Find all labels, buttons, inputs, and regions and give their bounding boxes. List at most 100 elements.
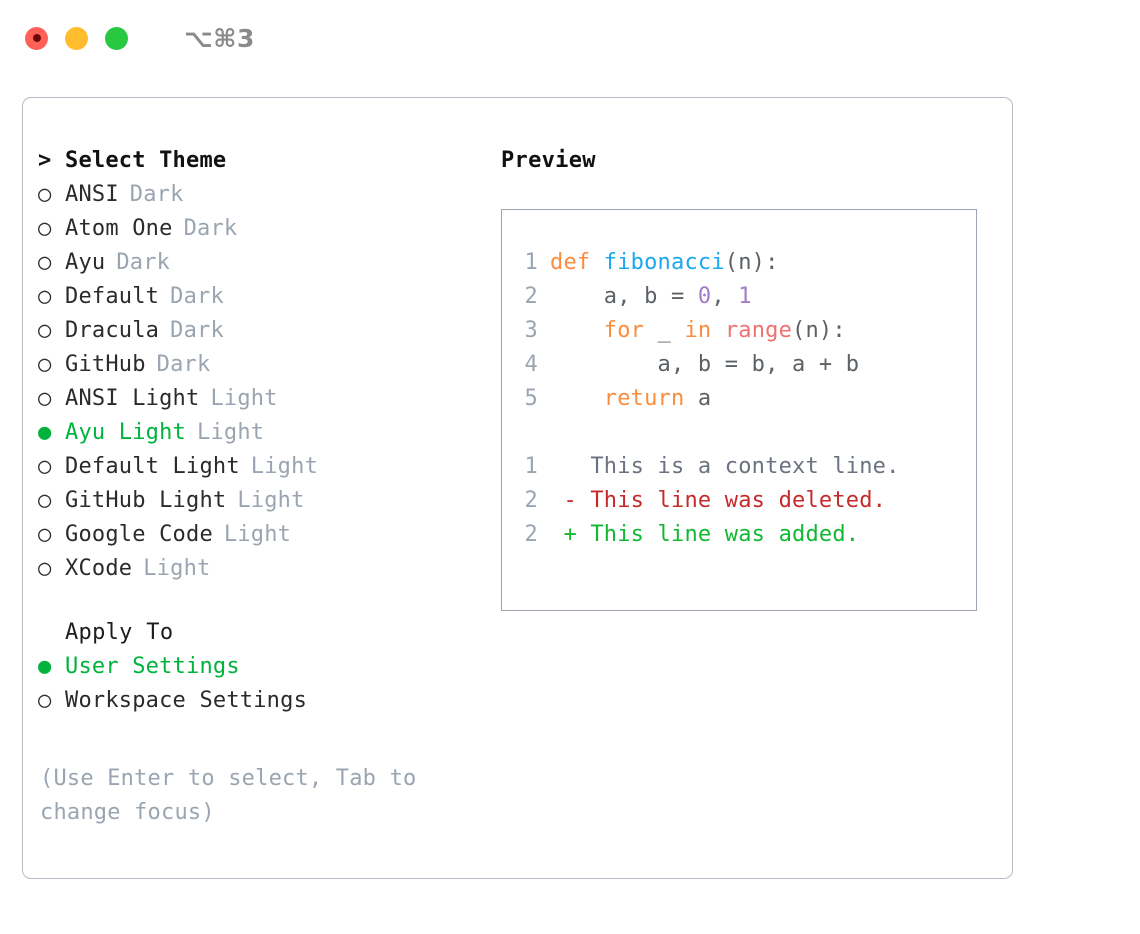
theme-option-name: Default: [65, 284, 160, 309]
diff-sample: 1 This is a context line.2 - This line w…: [502, 454, 976, 556]
code-line-content: def fibonacci(n):: [550, 250, 779, 275]
theme-option-name: Ayu: [65, 250, 106, 275]
code-token: def: [550, 250, 604, 275]
code-token: in: [684, 318, 712, 343]
traffic-light-group: [25, 26, 128, 50]
close-window-button[interactable]: [25, 26, 48, 50]
code-line-content: return a: [550, 386, 711, 411]
radio-unselected-icon[interactable]: ○: [38, 182, 52, 207]
code-token: [711, 318, 724, 343]
theme-option-variant-tag: Dark: [170, 318, 224, 343]
prompt-caret-icon: >: [38, 148, 52, 173]
apply-to-label: Apply To: [65, 620, 174, 645]
code-token: + This line was added.: [550, 522, 860, 547]
theme-option-variant-tag: Dark: [116, 250, 171, 275]
code-token: [550, 318, 604, 343]
code-token: a: [684, 386, 712, 411]
radio-selected-icon[interactable]: ●: [38, 654, 52, 679]
radio-unselected-icon[interactable]: ○: [38, 488, 52, 513]
radio-selected-icon[interactable]: ●: [38, 420, 52, 445]
code-token: - This line was deleted.: [550, 488, 887, 513]
radio-unselected-icon[interactable]: ○: [38, 522, 52, 547]
theme-option-variant-tag: Light: [223, 522, 292, 547]
line-number: 2: [524, 522, 538, 547]
code-token: (n):: [792, 318, 846, 343]
theme-option-row[interactable]: ○ Google Code Light: [38, 522, 478, 556]
theme-option-name: GitHub: [65, 352, 146, 377]
theme-option-variant-tag: Light: [143, 556, 211, 581]
radio-unselected-icon[interactable]: ○: [38, 386, 52, 411]
code-token: 0: [697, 284, 712, 309]
blank-marker-icon: [38, 620, 65, 645]
code-token: fibonacci: [603, 250, 725, 275]
theme-option-name: ANSI: [65, 182, 119, 207]
line-number: 4: [524, 352, 538, 377]
code-line-content: for _ in range(n):: [550, 318, 846, 343]
radio-unselected-icon[interactable]: ○: [38, 556, 52, 581]
code-line: 5 return a: [502, 386, 976, 420]
code-line: 4 a, b = b, a + b: [502, 352, 976, 386]
code-line-content: a, b = b, a + b: [550, 352, 860, 377]
code-token: This is a context line.: [550, 454, 900, 479]
diff-line: 1 This is a context line.: [502, 454, 976, 488]
theme-option-row[interactable]: ○ GitHub Dark: [38, 352, 478, 386]
diff-line: 2 - This line was deleted.: [502, 488, 976, 522]
apply-to-option-row[interactable]: ● User Settings: [38, 654, 478, 688]
theme-option-name: Atom One: [65, 216, 173, 241]
radio-unselected-icon[interactable]: ○: [38, 284, 52, 309]
line-number: 5: [524, 386, 538, 411]
select-theme-header: > Select Theme: [38, 148, 478, 182]
radio-unselected-icon[interactable]: ○: [38, 454, 52, 479]
theme-option-name: Google Code: [65, 522, 213, 547]
zoom-window-button[interactable]: [105, 26, 128, 50]
code-diff-spacer: [502, 420, 976, 454]
theme-option-row[interactable]: ○ Ayu Dark: [38, 250, 478, 284]
code-line-content: a, b = 0, 1: [550, 284, 752, 309]
theme-option-variant-tag: Dark: [156, 352, 211, 377]
diff-line-content: + This line was added.: [550, 522, 859, 547]
apply-to-header: Apply To: [38, 620, 478, 654]
code-token: _: [644, 318, 685, 343]
theme-option-name: ANSI Light: [65, 386, 200, 411]
apply-to-option-label: Workspace Settings: [65, 688, 308, 713]
minimize-window-button[interactable]: [65, 26, 88, 50]
keyboard-hint-text: (Use Enter to select, Tab to change focu…: [40, 766, 417, 825]
radio-unselected-icon[interactable]: ○: [38, 352, 52, 377]
apply-to-option-row[interactable]: ○ Workspace Settings: [38, 688, 478, 722]
apply-to-option-label: User Settings: [65, 654, 240, 679]
theme-option-variant-tag: Light: [237, 488, 305, 513]
diff-line-content: This is a context line.: [550, 454, 900, 479]
theme-option-variant-tag: Dark: [170, 284, 224, 309]
radio-unselected-icon[interactable]: ○: [38, 688, 52, 713]
apply-to-section: Apply To ● User Settings ○ Workspace Settin…: [38, 620, 478, 722]
theme-option-variant-tag: Light: [250, 454, 319, 479]
theme-option-name: Ayu Light: [65, 420, 187, 445]
select-theme-title: Select Theme: [65, 148, 227, 173]
code-line: 2 a, b = 0, 1: [502, 284, 976, 318]
apply-to-options-list: ● User Settings ○ Workspace Settings: [38, 654, 478, 722]
line-number: 2: [524, 488, 538, 513]
radio-unselected-icon[interactable]: ○: [38, 250, 52, 275]
code-token: (n):: [724, 250, 779, 275]
radio-unselected-icon[interactable]: ○: [38, 216, 52, 241]
code-token: range: [724, 318, 793, 343]
theme-option-row[interactable]: ○ Default Dark: [38, 284, 478, 318]
line-number: 2: [524, 284, 538, 309]
line-number: 1: [524, 454, 538, 479]
code-token: 1: [738, 284, 752, 309]
radio-unselected-icon[interactable]: ○: [38, 318, 52, 343]
code-token: ,: [711, 284, 739, 309]
line-number: 3: [524, 318, 538, 343]
